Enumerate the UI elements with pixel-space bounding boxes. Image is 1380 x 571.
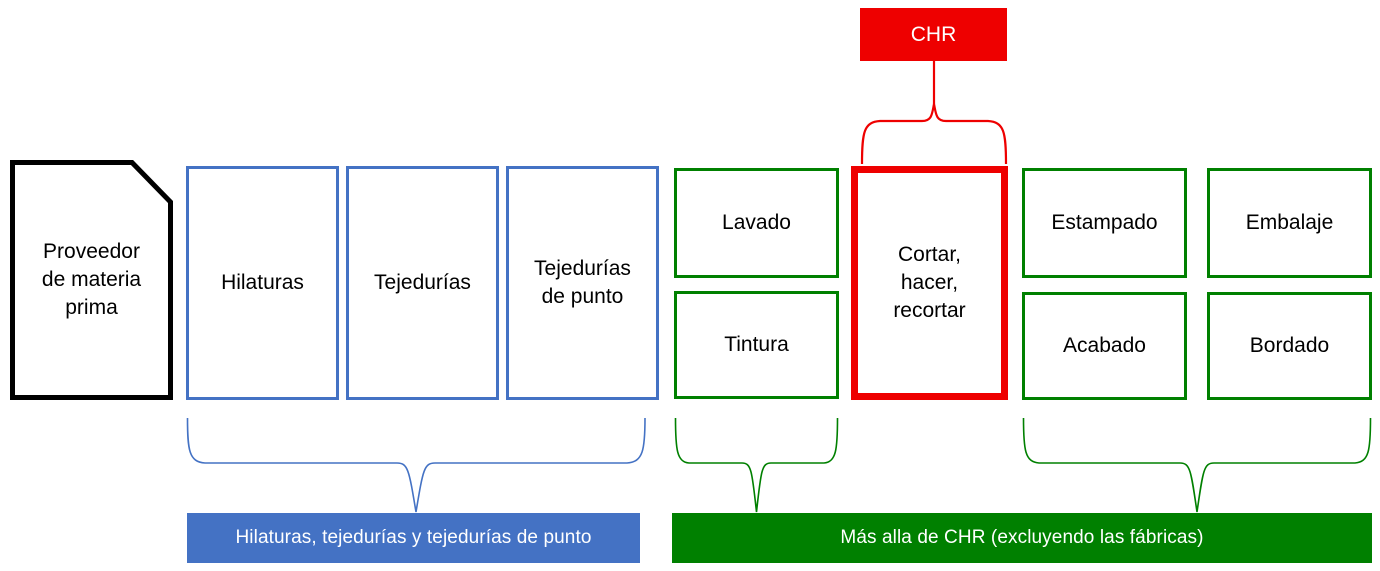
node-packaging[interactable]: Embalaje [1207, 168, 1372, 278]
node-printing[interactable]: Estampado [1022, 168, 1187, 278]
brace-finishing [1022, 417, 1372, 513]
banner-mills[interactable]: Hilaturas, tejedurías y tejedurías de pu… [187, 513, 640, 563]
node-packaging-label: Embalaje [1245, 211, 1334, 235]
banner-mills-label: Hilaturas, tejedurías y tejedurías de pu… [235, 527, 592, 548]
node-finishing-label: Acabado [1063, 334, 1146, 358]
node-washing-label: Lavado [722, 211, 791, 235]
node-supplier-label: Proveedor de materia prima [41, 240, 142, 319]
node-dyeing-label: Tintura [724, 333, 789, 357]
node-weaving[interactable]: Tejedurías [346, 166, 499, 400]
node-embroidery-label: Bordado [1249, 334, 1330, 358]
node-embroidery[interactable]: Bordado [1207, 292, 1372, 400]
brace-chr [860, 60, 1008, 165]
node-dyeing[interactable]: Tintura [674, 291, 839, 399]
brace-wet-processing [674, 417, 839, 513]
brace-mills [186, 417, 646, 513]
node-spinning-label: Hilaturas [221, 271, 304, 295]
node-knitting-label: Tejedurías de punto [534, 257, 631, 308]
chr-chip[interactable]: CHR [860, 8, 1007, 61]
banner-beyond-chr[interactable]: Más alla de CHR (excluyendo las fábricas… [672, 513, 1372, 563]
banner-beyond-chr-label: Más alla de CHR (excluyendo las fábricas… [840, 527, 1204, 548]
node-cut-make-trim[interactable]: Cortar, hacer, recortar [851, 166, 1008, 400]
node-washing[interactable]: Lavado [674, 168, 839, 278]
node-printing-label: Estampado [1051, 211, 1158, 235]
node-spinning[interactable]: Hilaturas [186, 166, 339, 400]
node-cut-make-trim-label: Cortar, hacer, recortar [893, 243, 966, 322]
document-shape-icon [10, 160, 173, 400]
node-finishing[interactable]: Acabado [1022, 292, 1187, 400]
chr-chip-label: CHR [910, 22, 957, 46]
node-weaving-label: Tejedurías [374, 271, 471, 295]
node-knitting[interactable]: Tejedurías de punto [506, 166, 659, 400]
node-supplier[interactable]: Proveedor de materia prima [10, 160, 173, 400]
